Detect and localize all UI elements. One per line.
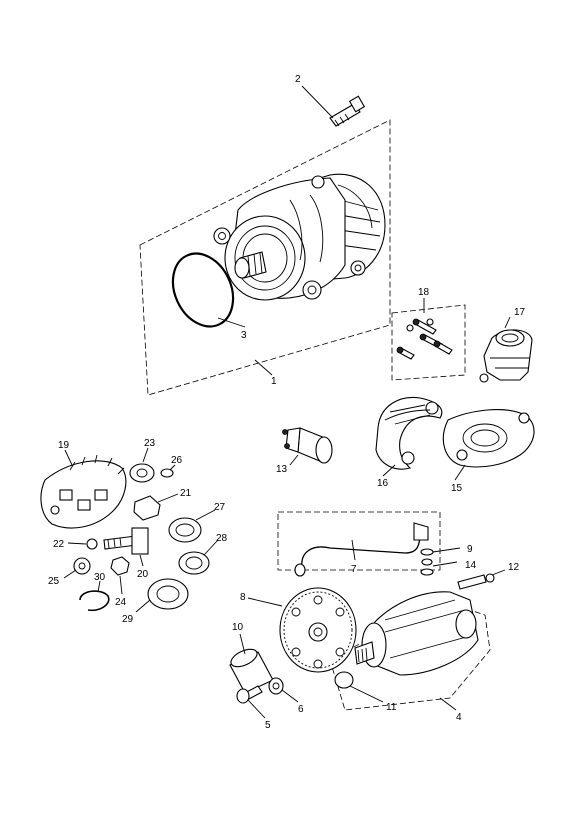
bolt-20 [103,527,149,555]
alternator-group-outline [139,119,391,396]
washer-23 [129,463,155,483]
callout-2: 2 [295,74,301,85]
callout-4: 4 [456,712,462,723]
bearing-28 [178,551,210,575]
callout-6: 6 [298,704,304,715]
callout-19: 19 [58,440,70,451]
callout-20: 20 [137,569,149,580]
callout-11: 11 [386,702,397,713]
callout-17: 17 [514,307,526,318]
callout-26: 26 [171,455,183,466]
bolt-12 [457,573,495,590]
callout-14: 14 [465,560,477,571]
callout-22: 22 [53,539,65,550]
callout-27: 27 [214,502,226,513]
callout-15: 15 [451,483,463,494]
starter-group-outline [277,511,491,711]
callout-7: 7 [351,564,357,575]
washers-9-14 [420,548,434,576]
callout-13: 13 [276,464,288,475]
o-ring-11 [334,671,354,689]
callout-9: 9 [467,544,473,555]
o-ring [171,252,235,328]
nut-24 [110,556,130,576]
callout-10: 10 [232,622,244,633]
callout-29: 29 [122,614,134,625]
alternator [213,173,386,301]
alternator-bolt [329,95,366,127]
washer-26 [160,468,174,478]
callout-1: 1 [271,376,277,387]
leader-lines [63,85,511,719]
washer-6 [268,677,284,695]
washer-25 [73,557,91,575]
solenoid [282,427,333,464]
callout-30: 30 [94,572,106,583]
washer-22 [86,538,98,550]
screw-set-outline [391,304,466,381]
callout-21: 21 [180,488,192,499]
starter-motor-4 [354,591,479,676]
bolt-5 [236,685,263,704]
bracket [479,329,533,383]
callout-labels: 1 2 3 4 5 6 7 8 9 10 11 12 13 14 15 16 1… [48,74,526,731]
regulator-plate [442,409,535,468]
circlip-30 [79,590,110,612]
brush-holder-plate [40,454,127,529]
nut-21 [133,495,161,521]
callout-28: 28 [216,533,228,544]
callout-16: 16 [377,478,389,489]
bearing-29 [147,578,189,610]
bearing-27 [168,517,202,543]
callout-24: 24 [115,597,127,608]
stator [375,396,443,470]
callout-18: 18 [418,287,430,298]
callout-23: 23 [144,438,156,449]
starter-gear-8 [279,587,357,673]
callout-8: 8 [240,592,246,603]
callout-5: 5 [265,720,271,731]
screw-set [396,318,453,360]
cable-7 [294,522,429,577]
callout-3: 3 [241,330,247,341]
callout-25: 25 [48,576,60,587]
shaft-10 [229,648,274,694]
callout-12: 12 [508,562,520,573]
